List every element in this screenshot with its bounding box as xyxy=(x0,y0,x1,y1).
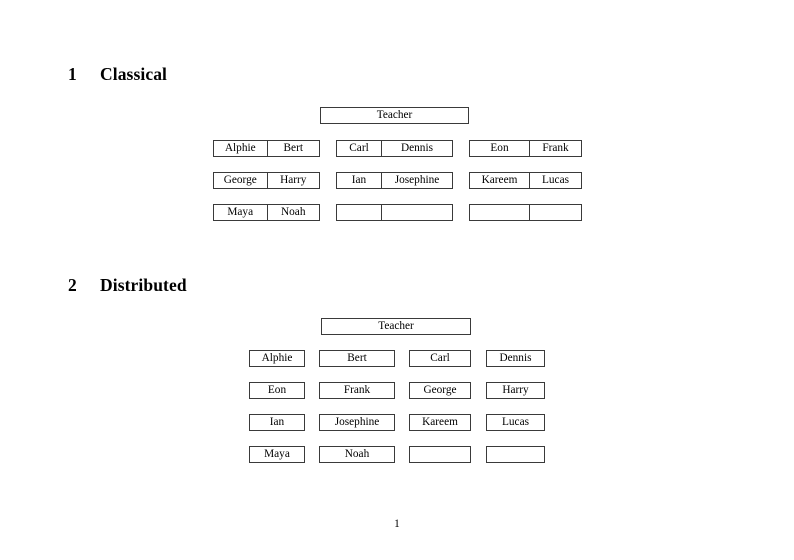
name-cell-empty xyxy=(470,205,529,220)
name-cell: George xyxy=(223,174,257,186)
classical-group-1-row-1: Alphie Bert xyxy=(213,140,320,157)
distributed-cell: Frank xyxy=(319,382,395,399)
distributed-cell-empty xyxy=(486,446,545,463)
section-title: Classical xyxy=(100,64,168,84)
teacher-box-distributed: Teacher xyxy=(321,318,471,335)
distributed-cell: Ian xyxy=(249,414,305,431)
classical-group-1-row-2: George Harry xyxy=(213,172,320,189)
distributed-cell: Eon xyxy=(249,382,305,399)
distributed-cell: Harry xyxy=(486,382,545,399)
classical-group-2-row-2: Ian Josephine xyxy=(336,172,453,189)
name-cell: Harry xyxy=(266,173,320,188)
name-cell-empty xyxy=(381,205,452,220)
section-number: 1 xyxy=(68,64,77,84)
page-number: 1 xyxy=(394,518,400,530)
distributed-cell-empty xyxy=(409,446,471,463)
classical-group-3-row-1: Eon Frank xyxy=(469,140,582,157)
classical-group-2-row-1: Carl Dennis xyxy=(336,140,453,157)
section-number: 2 xyxy=(68,275,77,295)
name-cell: Carl xyxy=(349,142,369,154)
name-cell-empty xyxy=(337,205,381,220)
name-cell: Alphie xyxy=(224,142,256,154)
distributed-cell: Dennis xyxy=(486,350,545,367)
name-cell: Noah xyxy=(266,205,320,220)
section-heading-distributed: 2 Distributed xyxy=(68,275,187,296)
classical-group-3-row-3 xyxy=(469,204,582,221)
distributed-cell: Maya xyxy=(249,446,305,463)
distributed-cell: Lucas xyxy=(486,414,545,431)
distributed-cell: Carl xyxy=(409,350,471,367)
name-cell: Dennis xyxy=(381,141,452,156)
name-cell: Kareem xyxy=(481,174,518,186)
section-heading-classical: 1 Classical xyxy=(68,64,167,85)
name-cell: Maya xyxy=(227,206,254,218)
name-cell: Eon xyxy=(490,142,509,154)
classical-group-1-row-3: Maya Noah xyxy=(213,204,320,221)
name-cell: Ian xyxy=(351,174,367,186)
classical-group-2-row-3 xyxy=(336,204,453,221)
name-cell: Frank xyxy=(529,141,581,156)
distributed-cell: Noah xyxy=(319,446,395,463)
distributed-cell: George xyxy=(409,382,471,399)
name-cell: Lucas xyxy=(529,173,581,188)
distributed-cell: Kareem xyxy=(409,414,471,431)
section-title: Distributed xyxy=(100,275,187,295)
classical-group-3-row-2: Kareem Lucas xyxy=(469,172,582,189)
distributed-cell: Bert xyxy=(319,350,395,367)
name-cell: Josephine xyxy=(381,173,452,188)
distributed-cell: Alphie xyxy=(249,350,305,367)
teacher-box-classical: Teacher xyxy=(320,107,469,124)
name-cell: Bert xyxy=(266,141,320,156)
name-cell-empty xyxy=(529,205,581,220)
distributed-cell: Josephine xyxy=(319,414,395,431)
